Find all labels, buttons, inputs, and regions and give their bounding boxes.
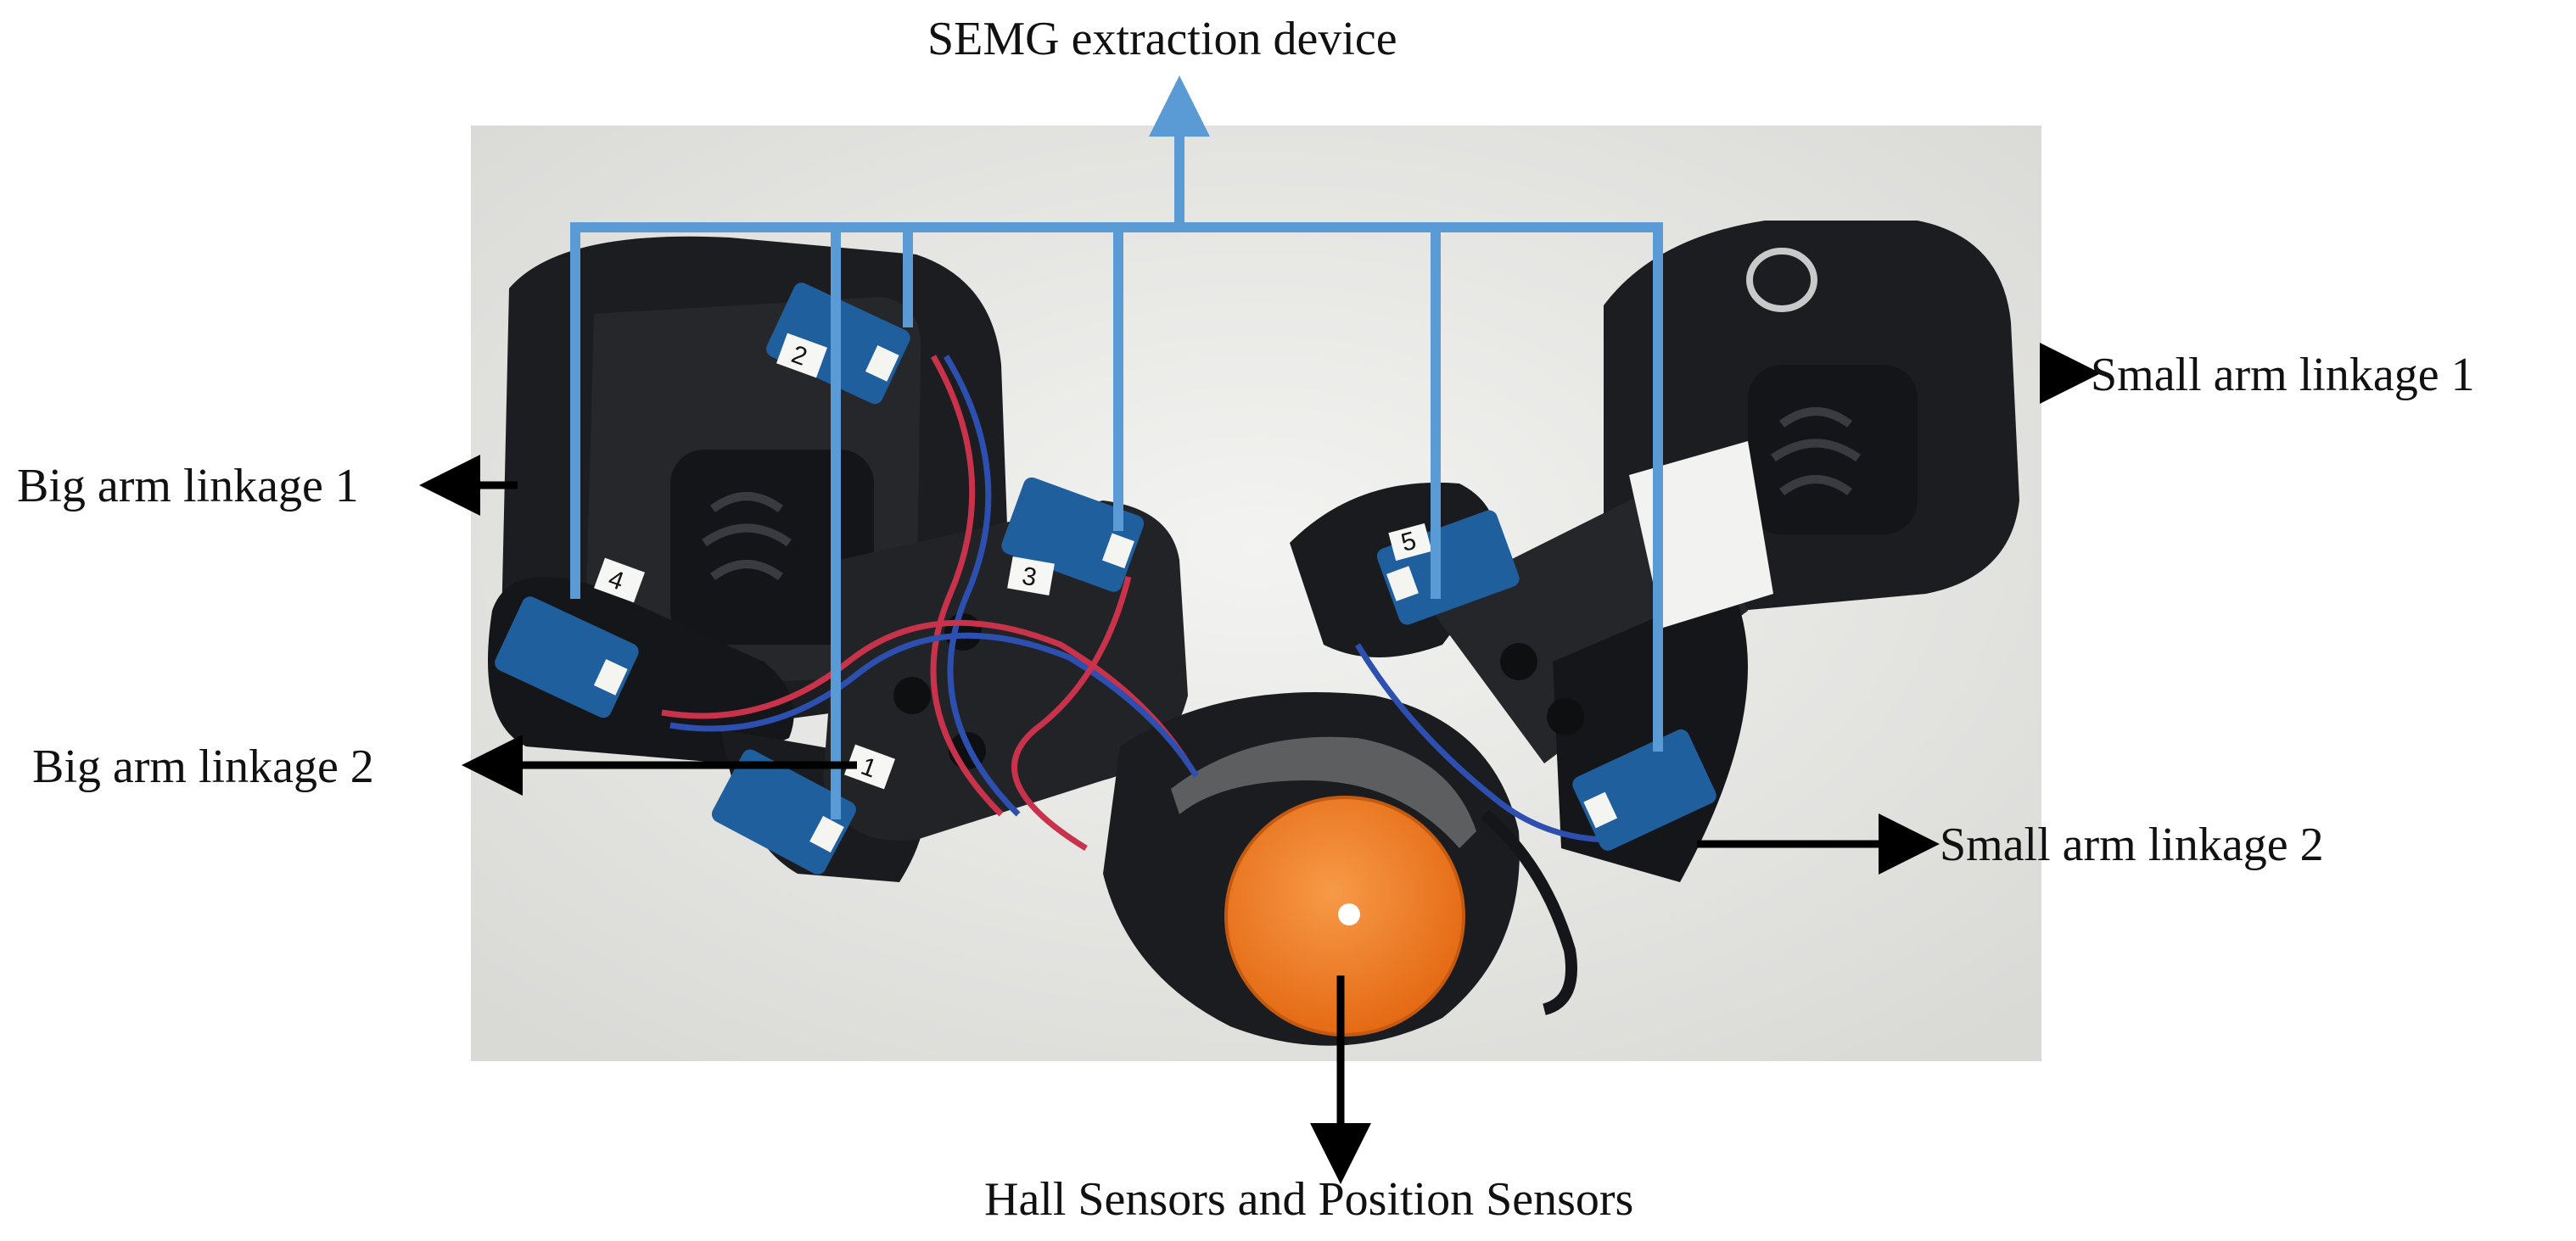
sensor-number-tags: 4 2 3 1 5 xyxy=(594,333,1432,790)
callout-arrows xyxy=(419,343,2101,1184)
wires xyxy=(661,355,1613,1015)
big-arm-linkage-1-label: Big arm linkage 1 xyxy=(17,460,359,512)
hall-sensor-disc xyxy=(1224,796,1465,1037)
hall-sensors-label: Hall Sensors and Position Sensors xyxy=(984,1173,1634,1226)
big-arm-linkage-2-label: Big arm linkage 2 xyxy=(32,741,374,793)
semg-extraction-device-label: SEMG extraction device xyxy=(927,13,1397,65)
tag-3: 3 xyxy=(1020,562,1039,591)
semg-connectors xyxy=(570,75,1663,819)
small-arm-linkage-1-label: Small arm linkage 1 xyxy=(2091,349,2475,401)
pcb-board-icon xyxy=(495,596,639,718)
pcb-board-icon xyxy=(1572,729,1716,851)
small-arm-linkage-2-label: Small arm linkage 2 xyxy=(1940,819,2324,871)
photo: 4 2 3 1 5 xyxy=(471,126,2041,1061)
pcb-board-icon xyxy=(711,749,856,875)
